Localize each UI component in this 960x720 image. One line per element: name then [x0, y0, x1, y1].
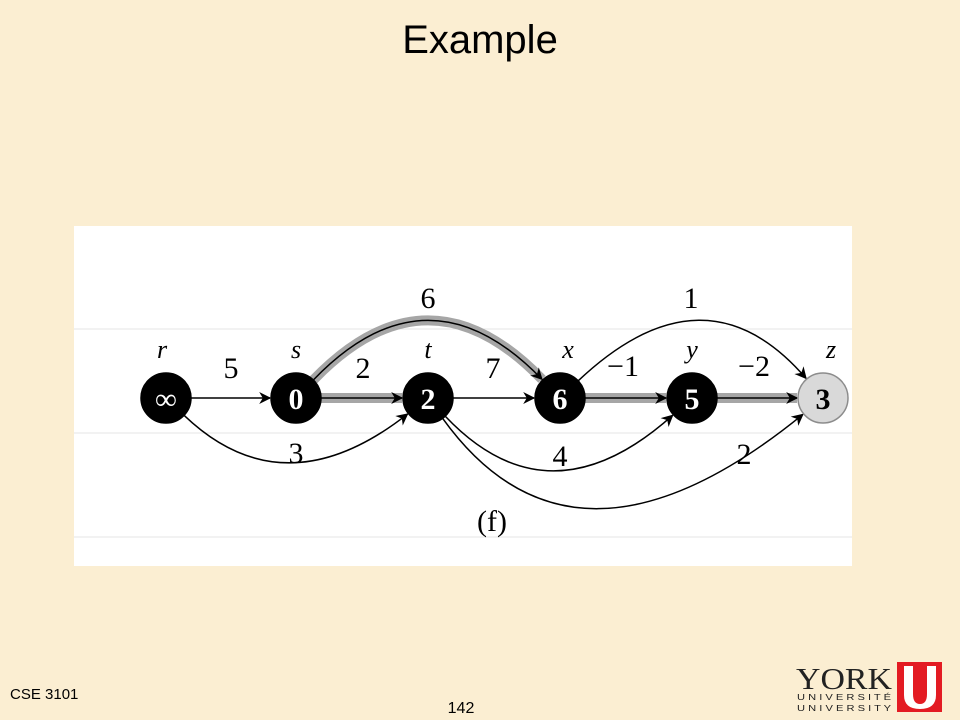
vertex-z — [797, 372, 849, 424]
course-code: CSE 3101 — [10, 686, 79, 703]
edge-s-x — [312, 319, 543, 381]
edge-x-z — [577, 319, 807, 382]
diagram-caption: (f) — [477, 505, 507, 538]
edge-weight-t-z: 2 — [737, 438, 752, 471]
logo-line-french: U N I V E R S I T É — [797, 693, 891, 702]
york-u-emblem-icon — [897, 662, 942, 712]
vertex-y — [666, 372, 718, 424]
vertex-value-t: 2 — [421, 383, 436, 416]
vertex-label-x: x — [561, 335, 574, 364]
vertex-label-y: y — [683, 335, 698, 364]
page-number: 142 — [447, 700, 475, 717]
slide-title: Example — [402, 18, 558, 62]
edge-t-y — [444, 414, 674, 472]
vertex-x — [534, 372, 586, 424]
edge-weight-r-t: 3 — [289, 437, 304, 470]
vertex-value-z: 3 — [816, 383, 831, 416]
graph-svg: 5 3 2 6 7 4 2 −1 1 −2 ∞ r 0 s 2 t 6 x 5 y 3 z (f) — [74, 282, 852, 538]
edge-weight-s-x: 6 — [421, 282, 436, 315]
edge-r-t — [183, 413, 409, 464]
vertex-label-r: r — [157, 335, 168, 364]
edge-weight-s-t: 2 — [356, 352, 371, 385]
vertex-s — [270, 372, 322, 424]
vertex-t — [402, 372, 454, 424]
vertex-label-s: s — [291, 335, 301, 364]
weight-layer: 5 3 2 6 7 4 2 −1 1 −2 — [224, 282, 770, 473]
vertex-label-z: z — [825, 335, 836, 364]
edge-weight-y-z: −2 — [738, 350, 770, 383]
node-layer: ∞ r 0 s 2 t 6 x 5 y 3 z — [140, 335, 849, 424]
edge-weight-t-y: 4 — [553, 440, 568, 473]
edge-t-z — [441, 413, 804, 510]
edge-weight-x-y: −1 — [607, 350, 639, 383]
graph-figure: 5 3 2 6 7 4 2 −1 1 −2 ∞ r 0 s 2 t 6 x 5 y 3 z (f) — [74, 226, 852, 566]
edge-layer — [183, 319, 807, 510]
logo-word: YORK — [796, 661, 893, 696]
vertex-value-y: 5 — [685, 383, 700, 416]
edge-weight-x-z: 1 — [684, 282, 699, 315]
edge-weight-t-x: 7 — [486, 352, 501, 385]
vertex-r — [140, 372, 192, 424]
vertex-label-t: t — [424, 335, 432, 364]
vertex-value-s: 0 — [289, 383, 304, 416]
vertex-value-x: 6 — [553, 383, 568, 416]
york-university-logo: YORK U N I V E R S I T É U N I V E R S I… — [796, 661, 942, 713]
logo-line-english: U N I V E R S I T Y — [797, 704, 892, 713]
vertex-value-r: ∞ — [155, 383, 176, 416]
edge-weight-r-s: 5 — [224, 352, 239, 385]
